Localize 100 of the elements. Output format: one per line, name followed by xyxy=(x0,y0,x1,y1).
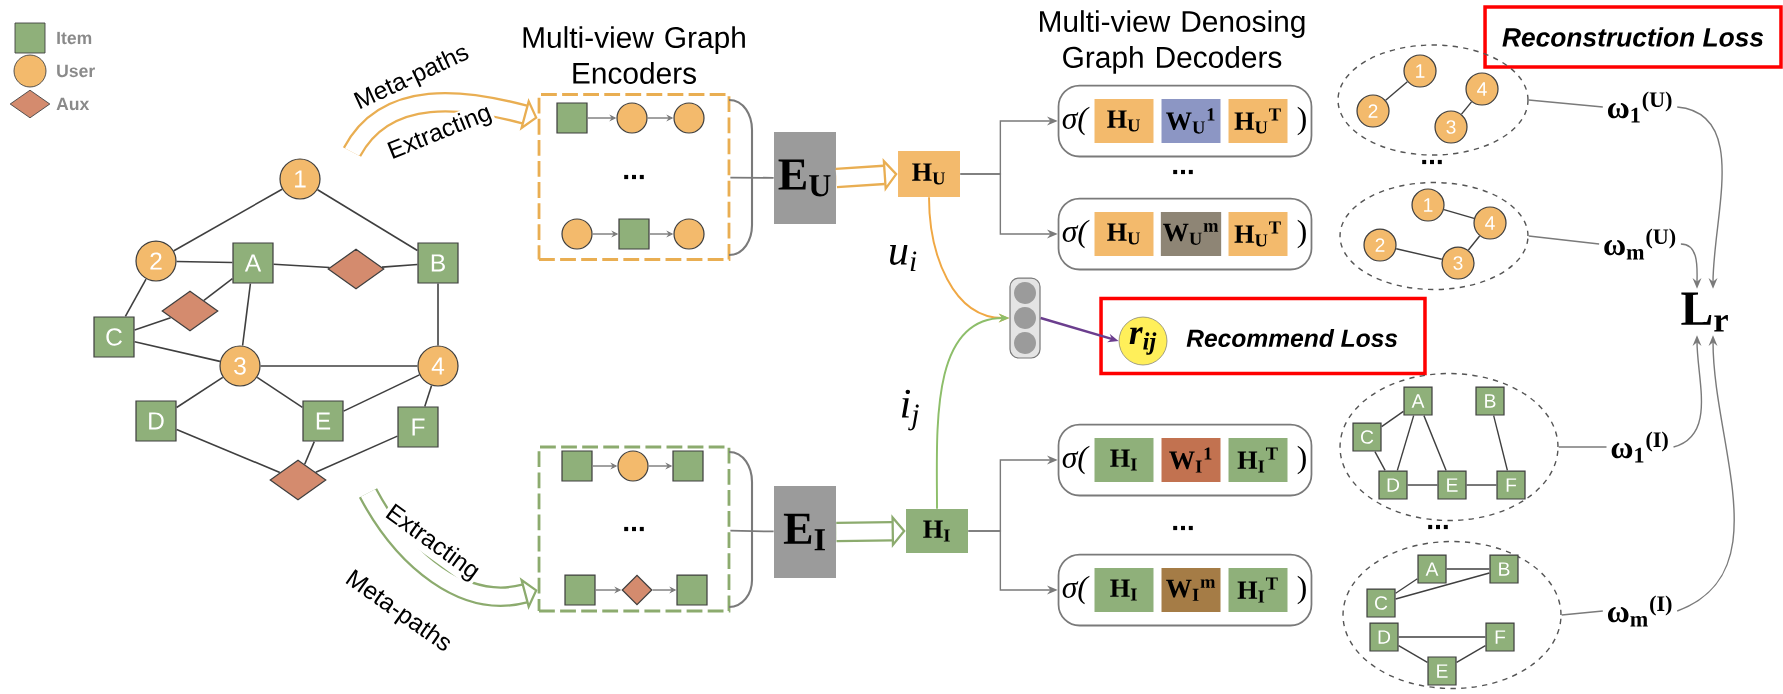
graph-ellipse xyxy=(1339,372,1559,522)
weight-symbol: ω$_{m}$(I) xyxy=(1607,595,1672,627)
user-circle xyxy=(673,218,705,250)
ellipsis: ... xyxy=(1428,524,1448,530)
item-square: B xyxy=(1489,554,1519,584)
graph-edge xyxy=(1395,248,1443,260)
graph-edge xyxy=(1397,636,1487,638)
graph-edge xyxy=(173,188,283,252)
graph-edge xyxy=(1492,414,1509,472)
item-square xyxy=(672,450,704,482)
graph-edge xyxy=(124,278,147,318)
aux-diamond xyxy=(327,248,385,290)
graph-edge xyxy=(133,316,172,331)
item-square: D xyxy=(135,400,177,442)
legend-label: Aux xyxy=(56,97,90,111)
graph-ellipse xyxy=(1342,540,1562,690)
legend-label: Item xyxy=(57,31,92,45)
graph-edge xyxy=(175,260,234,264)
connector-line xyxy=(1558,446,1608,448)
aux-diamond xyxy=(161,290,219,332)
item-square: D xyxy=(1369,622,1399,652)
item-square: F xyxy=(1485,622,1515,652)
item-square: E xyxy=(1427,656,1457,686)
item-square: F xyxy=(1496,470,1526,500)
graph-edge xyxy=(272,263,331,269)
item-square: C xyxy=(1366,588,1396,618)
matrix-box: H$_{U}$T xyxy=(1228,99,1288,143)
matrix-box: H$_{I}$ xyxy=(1094,568,1154,612)
matrix-box: W$_{U}$1 xyxy=(1161,99,1221,143)
item-square: C xyxy=(1352,422,1382,452)
weight-symbol: ω$_{1}$(U) xyxy=(1607,91,1672,123)
meta-path-box: ... xyxy=(537,93,731,261)
graph-ellipse xyxy=(1339,181,1529,291)
item-square: E xyxy=(302,400,344,442)
graph-edge xyxy=(203,277,234,302)
meta-path-box: ... xyxy=(537,445,731,613)
graph-edge xyxy=(1406,484,1439,486)
matrix-box: H$_{U}$T xyxy=(1228,212,1288,256)
edge-label: i$_{j}$ xyxy=(897,387,923,433)
user-circle xyxy=(561,218,593,250)
graph-edge xyxy=(342,374,421,412)
user-circle xyxy=(616,102,648,134)
graph-edge xyxy=(1443,208,1475,220)
item-square: B xyxy=(417,242,459,284)
item-square xyxy=(561,450,593,482)
prediction-layer xyxy=(1009,277,1041,359)
encoder-box: E$_{U}$ xyxy=(774,132,836,224)
item-square: E xyxy=(1437,470,1467,500)
matrix-box: H$_{U}$ xyxy=(1094,99,1154,143)
graph-edge xyxy=(133,340,221,363)
graph-edge xyxy=(1460,101,1473,115)
graph-edge xyxy=(1465,484,1498,486)
matrix-box: W$_{I}$m xyxy=(1161,568,1221,612)
connector-line xyxy=(729,529,775,533)
graph-edge xyxy=(1380,410,1405,428)
ellipsis: ... xyxy=(1173,169,1193,175)
item-square: F xyxy=(397,406,439,448)
connector-line xyxy=(1561,610,1604,616)
embedding-box: H$_{I}$ xyxy=(906,509,968,553)
connector-line xyxy=(1528,235,1600,245)
graph-edge xyxy=(314,435,399,473)
highlight-box: Reconstruction Loss xyxy=(1483,5,1783,69)
embedding-box: H$_{U}$ xyxy=(898,151,960,197)
graph-edge xyxy=(1397,644,1429,664)
graph-edge xyxy=(1455,644,1487,664)
graph-edge xyxy=(256,376,304,409)
ellipsis: ... xyxy=(1422,159,1442,165)
item-square: A xyxy=(232,242,274,284)
graph-edge xyxy=(1394,572,1491,600)
weight-symbol: ω$_{m}$(U) xyxy=(1604,228,1676,260)
graph-edge xyxy=(1445,568,1491,570)
legend-label: User xyxy=(57,64,95,78)
item-square xyxy=(618,218,650,250)
graph-edge xyxy=(423,384,433,408)
graph-edge xyxy=(1384,81,1409,101)
graph-edge xyxy=(1374,450,1386,472)
matrix-box: W$_{U}$m xyxy=(1160,212,1222,256)
graph-edge xyxy=(437,282,439,347)
item-square xyxy=(676,574,708,606)
graph-edge xyxy=(1467,235,1481,251)
user-circle xyxy=(617,450,649,482)
user-circle xyxy=(673,102,705,134)
matrix-box: H$_{I}$T xyxy=(1228,568,1288,612)
graph-edge xyxy=(381,263,419,268)
item-square xyxy=(564,574,596,606)
graph-edge xyxy=(175,428,281,474)
edge-label: u$_{i}$ xyxy=(886,243,920,273)
item-square: A xyxy=(1403,386,1433,416)
aux-diamond xyxy=(269,459,327,501)
encoder-box: E$_{I}$ xyxy=(774,486,836,578)
graph-edge xyxy=(175,376,224,409)
item-square: C xyxy=(93,316,135,358)
hollow-arrow xyxy=(343,91,538,158)
graph-edge xyxy=(1396,414,1415,472)
item-square: D xyxy=(1378,470,1408,500)
weight-symbol: ω$_{1}$(I) xyxy=(1611,431,1668,463)
connector-line xyxy=(1528,99,1604,108)
loss-symbol: L$_{r}$ xyxy=(1681,292,1728,332)
heading: Multi-view Denosing Graph Decoders xyxy=(1040,10,1305,74)
item-square: A xyxy=(1417,554,1447,584)
